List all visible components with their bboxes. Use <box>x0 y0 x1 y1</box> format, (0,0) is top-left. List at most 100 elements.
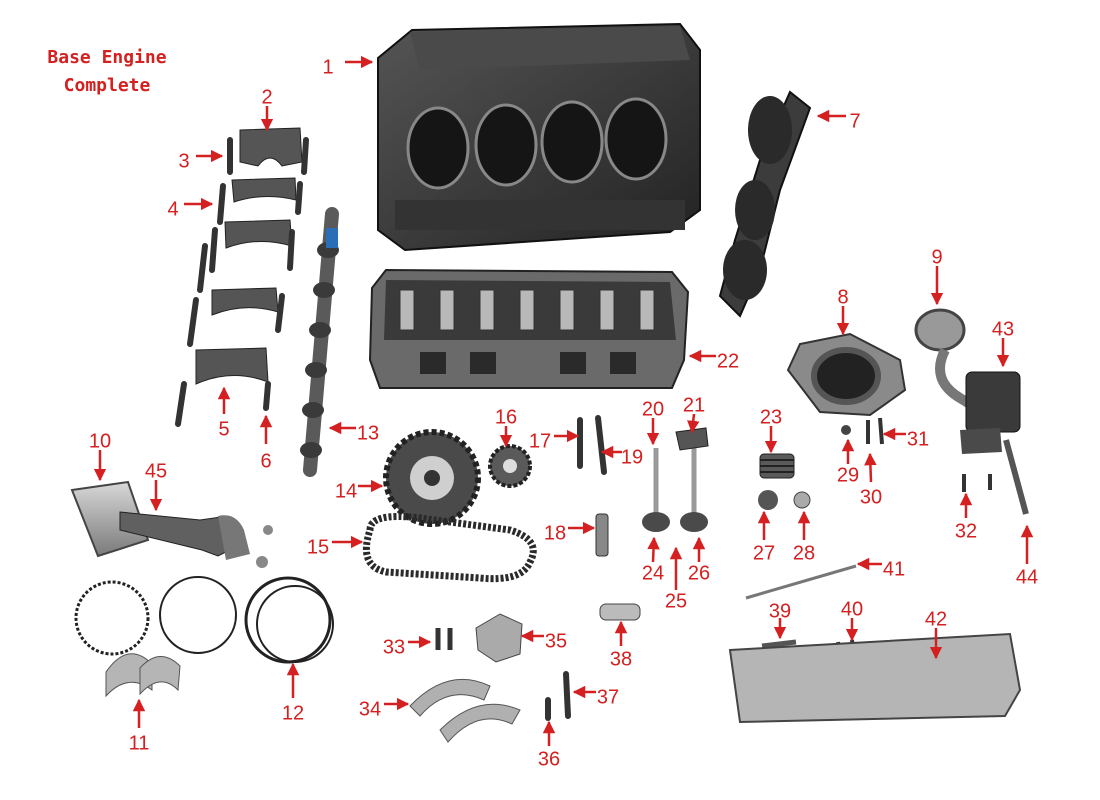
callout-label: 32 <box>955 520 977 542</box>
callout-label: 7 <box>849 110 860 132</box>
callout-label: 38 <box>610 648 632 670</box>
callout-label: 26 <box>688 562 710 584</box>
callout-38: 38 <box>610 620 632 670</box>
callout-label: 41 <box>883 558 905 580</box>
callout-1: 1 <box>322 55 374 78</box>
callout-arrow <box>647 536 660 563</box>
cam-sprocket <box>383 429 481 527</box>
callout-13: 13 <box>328 421 379 444</box>
callout-24: 24 <box>642 536 664 584</box>
title-line-1: Base Engine <box>47 47 167 68</box>
callout-26: 26 <box>688 536 710 584</box>
callout-label: 36 <box>538 748 560 770</box>
callout-label: 37 <box>597 686 619 708</box>
title-line-2: Complete <box>63 75 151 96</box>
callout-44: 44 <box>1016 524 1038 588</box>
callout-arrow <box>687 413 700 434</box>
callout-label: 1 <box>322 56 333 78</box>
callout-18: 18 <box>544 521 596 544</box>
main-cap-bolts <box>175 137 309 427</box>
callout-9: 9 <box>930 246 944 306</box>
callout-43: 43 <box>992 318 1014 368</box>
head-bolts <box>577 415 607 475</box>
callout-label: 24 <box>642 562 664 584</box>
cam-bearings <box>409 678 521 743</box>
pushrod <box>745 564 857 600</box>
callout-label: 34 <box>359 698 381 720</box>
main-bearing-caps <box>195 127 303 385</box>
callout-label: 27 <box>753 542 775 564</box>
callout-label: 31 <box>907 428 929 450</box>
callout-31: 31 <box>882 427 929 450</box>
callout-label: 42 <box>925 608 947 630</box>
callout-30: 30 <box>860 452 882 508</box>
callout-label: 33 <box>383 636 405 658</box>
callout-label: 14 <box>335 480 357 502</box>
callout-15: 15 <box>307 535 364 558</box>
callout-label: 2 <box>261 86 272 108</box>
callout-41: 41 <box>856 557 905 580</box>
callout-label: 43 <box>992 318 1014 340</box>
callout-17: 17 <box>529 429 580 452</box>
callout-label: 22 <box>717 350 739 372</box>
callout-label: 8 <box>837 286 848 308</box>
valve-spring <box>759 453 795 479</box>
callout-20: 20 <box>642 398 664 446</box>
crank-sprocket <box>488 444 532 488</box>
callout-label: 35 <box>545 630 567 652</box>
callout-label: 20 <box>642 398 664 420</box>
spring-retainer <box>758 490 778 510</box>
callout-35: 35 <box>520 629 567 652</box>
callout-label: 11 <box>129 732 150 754</box>
callout-label: 45 <box>145 460 167 482</box>
callout-label: 9 <box>931 246 942 268</box>
lifter-guide <box>599 603 641 621</box>
callout-label: 15 <box>307 536 329 558</box>
callout-label: 12 <box>282 702 304 724</box>
callout-label: 19 <box>621 446 643 468</box>
crankshaft <box>718 90 812 318</box>
callout-label: 13 <box>357 422 379 444</box>
callout-label: 16 <box>495 406 517 428</box>
rod-bearings <box>105 653 181 698</box>
callout-label: 3 <box>178 150 189 172</box>
callout-label: 21 <box>683 394 705 416</box>
callout-label: 25 <box>665 590 687 612</box>
dowel-pin <box>761 639 797 649</box>
valve-seal <box>793 491 811 509</box>
callout-40: 40 <box>841 598 863 642</box>
callout-11: 11 <box>129 698 150 754</box>
callout-25: 25 <box>665 546 687 612</box>
callout-29: 29 <box>837 438 859 486</box>
bolts-36-37 <box>545 671 571 721</box>
diagram-title: Base Engine Complete <box>22 44 192 100</box>
callout-42: 42 <box>925 608 947 660</box>
callout-label: 30 <box>860 486 882 508</box>
bolt <box>878 417 884 445</box>
callout-16: 16 <box>495 406 517 448</box>
callout-label: 44 <box>1016 566 1038 588</box>
callout-14: 14 <box>335 479 384 502</box>
callout-2: 2 <box>260 86 274 132</box>
callout-7: 7 <box>816 109 861 132</box>
callout-5: 5 <box>217 386 231 440</box>
lifter <box>595 513 609 557</box>
callout-32: 32 <box>955 492 977 542</box>
cylinder-head <box>368 268 690 389</box>
timing-chain <box>363 513 537 583</box>
callout-28: 28 <box>793 510 815 564</box>
callout-22: 22 <box>688 349 739 372</box>
nut <box>841 425 851 435</box>
callout-34: 34 <box>359 697 410 720</box>
callout-label: 5 <box>218 418 229 440</box>
oil-pump-assembly <box>914 308 1029 515</box>
callout-label: 39 <box>769 600 791 622</box>
callout-label: 28 <box>793 542 815 564</box>
callout-6: 6 <box>259 414 273 472</box>
callout-3: 3 <box>178 149 224 172</box>
callout-label: 18 <box>544 522 566 544</box>
callout-36: 36 <box>538 720 560 770</box>
piston-connecting-rod <box>70 480 273 568</box>
